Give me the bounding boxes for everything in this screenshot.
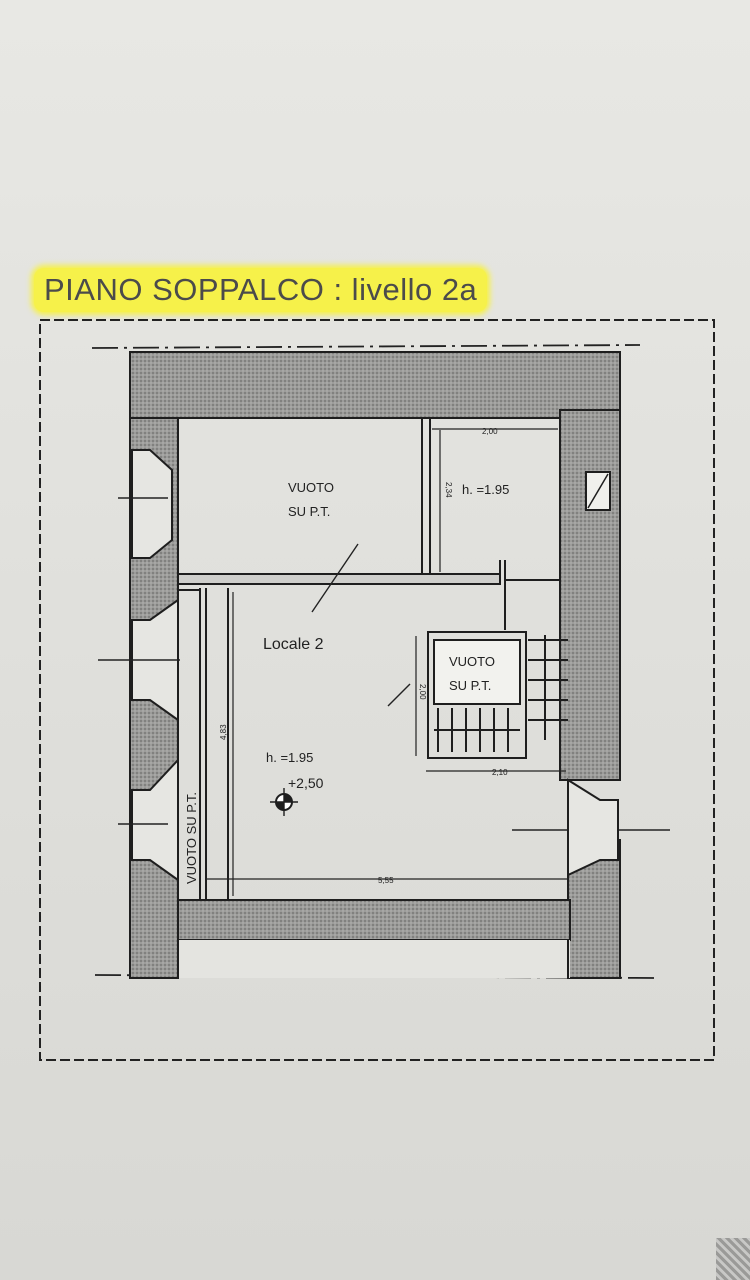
axis-line-top [91, 344, 641, 349]
level-marker-icon [270, 788, 298, 816]
dim-210: 2,10 [492, 768, 508, 777]
left-windows [131, 449, 179, 882]
dim-200: 2,00 [482, 427, 498, 436]
dim-555: 5,55 [378, 876, 394, 885]
outer-frame [39, 319, 715, 1061]
void-side-label: VUOTO SU P.T. [184, 792, 199, 884]
stair-void [427, 631, 568, 759]
void-top-line2: SU P.T. [288, 504, 330, 519]
dim-483: 4,83 [219, 724, 228, 740]
dim-234: 2,34 [444, 482, 453, 498]
room-level: +2,50 [288, 775, 324, 791]
partitions [177, 418, 560, 900]
pointer-lines [311, 543, 411, 707]
corner-texture [716, 1238, 750, 1280]
room-name: Locale 2 [263, 636, 324, 653]
small-room-height: h. =1.95 [462, 482, 509, 497]
void-stair-line2: SU P.T. [449, 678, 491, 693]
dimension-lines [206, 428, 568, 896]
void-stair-line1: VUOTO [449, 654, 495, 669]
dim-200v: 2,00 [418, 684, 427, 700]
right-window [567, 778, 619, 877]
plan-title: PIANO SOPPALCO : livello 2a [34, 268, 488, 312]
void-top-line1: VUOTO [288, 480, 334, 495]
walls [129, 351, 621, 979]
room-height: h. =1.95 [266, 750, 313, 765]
